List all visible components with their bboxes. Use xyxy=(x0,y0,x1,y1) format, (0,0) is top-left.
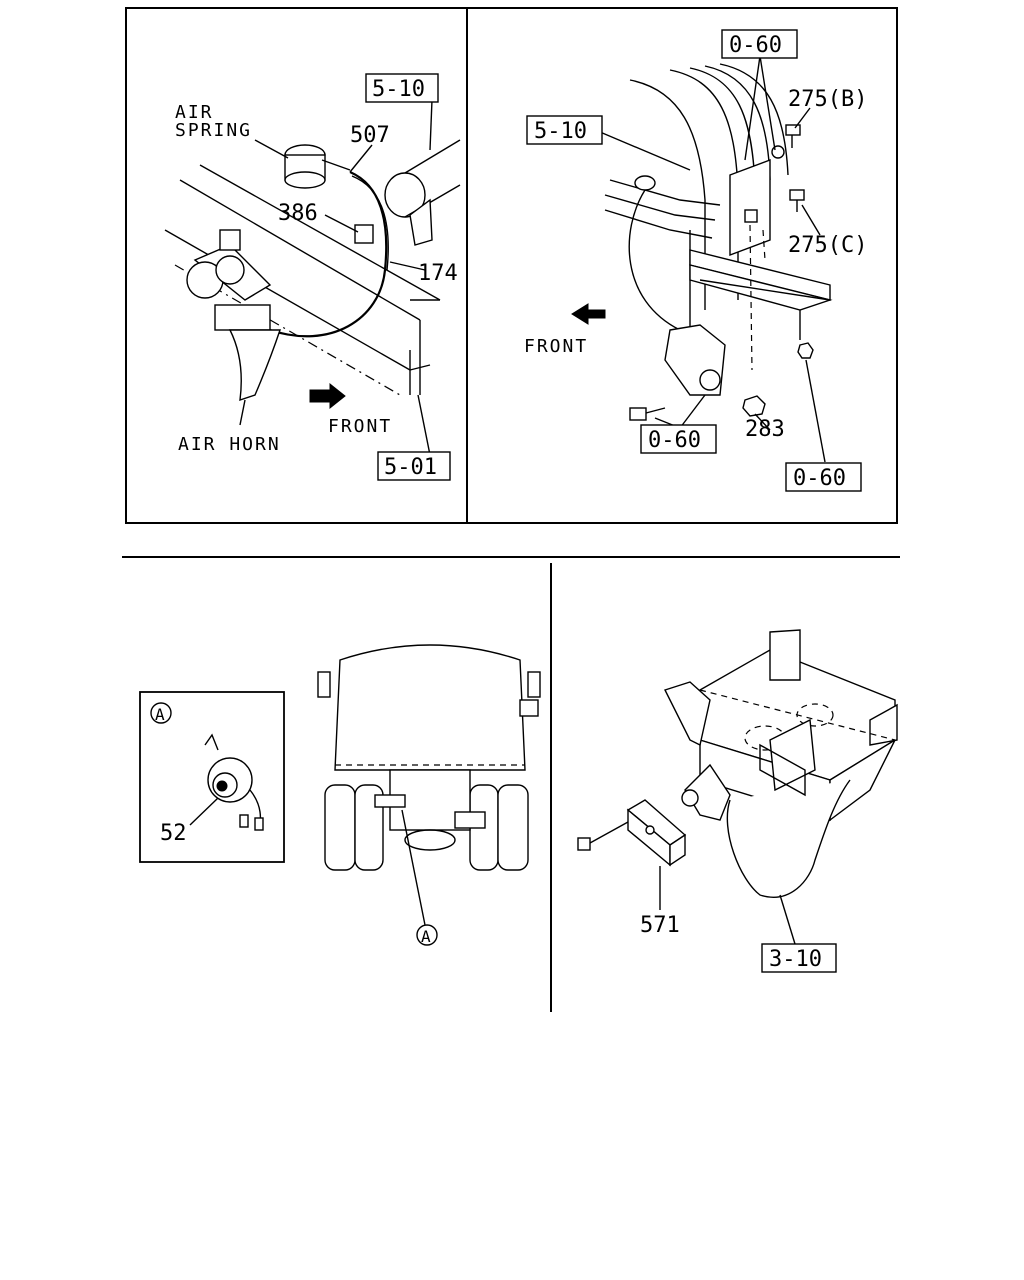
panel-truck-rear: A 52 A xyxy=(139,644,541,946)
front-label-right: FRONT xyxy=(524,336,588,357)
ref-571: 571 xyxy=(640,913,680,938)
ref-174: 174 xyxy=(418,261,458,286)
air-spring xyxy=(284,144,351,189)
front-arrow-right xyxy=(571,303,606,325)
box-0-60-bottom-left xyxy=(640,424,717,454)
ref-box-5-01: 5-01 xyxy=(384,455,437,480)
battery-bracket xyxy=(664,629,898,898)
frame-rail xyxy=(164,164,441,396)
ref-386: 386 xyxy=(278,201,318,226)
detail-box-a: A 52 xyxy=(139,691,285,863)
air-spring-label-1: AIR xyxy=(175,102,214,123)
hoses xyxy=(604,175,721,331)
air-spring-label-2: SPRING xyxy=(175,120,252,141)
ref-275c: 275(C) xyxy=(788,233,867,258)
sensor-571 xyxy=(577,763,731,867)
view-marker-a: A xyxy=(421,927,431,946)
air-horn-label: AIR HORN xyxy=(178,434,281,455)
box-5-10-right xyxy=(526,115,603,145)
box-0-60-bottom-right xyxy=(785,462,862,492)
ref-283: 283 xyxy=(745,417,785,442)
panel-module: 571 3-10 xyxy=(577,629,898,973)
detail-marker-a: A xyxy=(155,705,165,724)
panel-air-horn: AIR SPRING 507 386 174 5-10 FRONT AIR HO… xyxy=(164,73,461,481)
box-5-01 xyxy=(377,451,451,481)
ref-box-0-60-top: 0-60 xyxy=(729,33,782,58)
box-3-10 xyxy=(761,943,837,973)
truck-rear-view: A xyxy=(317,644,541,946)
front-label-left: FRONT xyxy=(328,416,392,437)
valve xyxy=(664,324,726,396)
front-arrow-left xyxy=(309,382,346,410)
ref-507: 507 xyxy=(350,123,390,148)
top-frame xyxy=(125,7,898,524)
ref-box-0-60-bottom-right: 0-60 xyxy=(793,466,846,491)
ref-box-5-10-right: 5-10 xyxy=(534,119,587,144)
box-5-10-left xyxy=(365,73,439,103)
ref-box-3-10: 3-10 xyxy=(769,947,822,972)
ref-box-0-60-bottom-left: 0-60 xyxy=(648,428,701,453)
air-horn xyxy=(186,229,281,402)
mounting-bracket xyxy=(729,158,771,371)
air-hose xyxy=(269,170,389,338)
cross-member xyxy=(689,249,833,340)
panel-bracket: 0-60 275(B) 5-10 275(C) FRONT 0-60 283 0… xyxy=(524,29,867,492)
ref-275b: 275(B) xyxy=(788,87,867,112)
air-tank xyxy=(384,139,461,246)
box-0-60-top xyxy=(721,29,798,59)
bolts-right xyxy=(629,124,814,421)
ref-52: 52 xyxy=(160,821,187,846)
ref-box-5-10-left: 5-10 xyxy=(372,77,425,102)
